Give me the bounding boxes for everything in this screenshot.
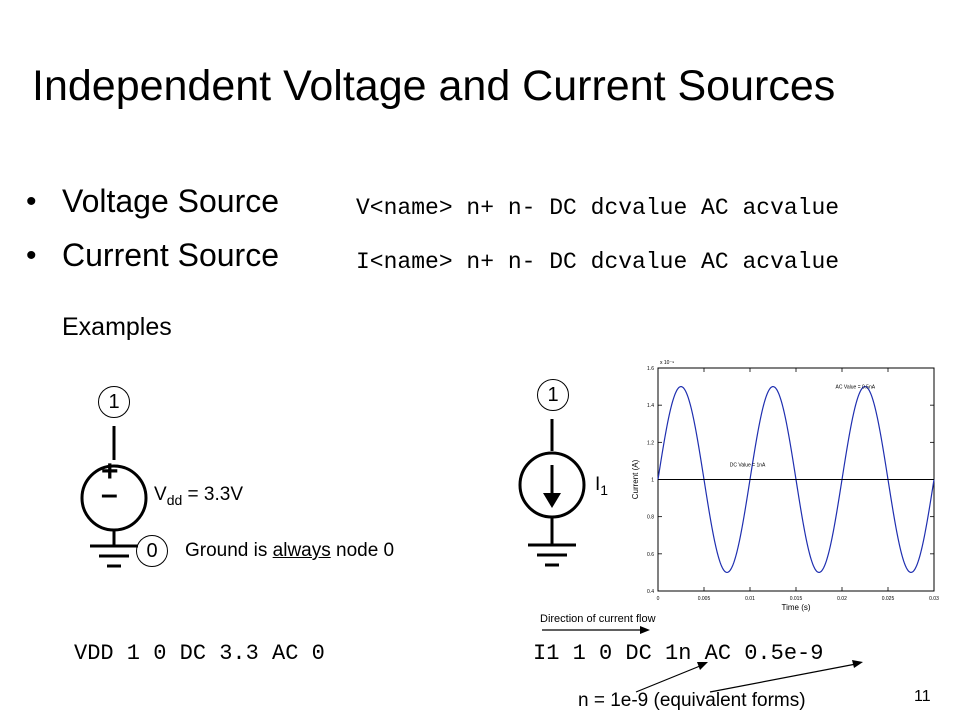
y-tick-label: 1.4 — [647, 403, 654, 409]
y-tick-label: 0.4 — [647, 589, 654, 595]
node-1-label: 1 — [537, 379, 569, 411]
node-1-label: 1 — [98, 386, 130, 418]
node-0-label: 0 — [136, 535, 168, 567]
y-multiplier-label: x 10⁻⁹ — [660, 360, 674, 366]
y-axis-label: Current (A) — [631, 459, 640, 499]
i1-label: I1 — [595, 474, 609, 498]
equivalent-note: n = 1e-9 (equivalent forms) — [578, 690, 806, 711]
examples-heading: Examples — [62, 313, 172, 341]
current-source-symbol — [518, 419, 586, 567]
y-tick-label: 1 — [651, 478, 654, 484]
x-tick-label: 0.01 — [745, 596, 755, 602]
bullet-label: Current Source — [62, 237, 279, 273]
bullet-dot-icon: • — [26, 239, 37, 272]
y-tick-label: 1.2 — [647, 440, 654, 446]
y-tick-label: 1.6 — [647, 366, 654, 372]
x-tick-label: 0.03 — [929, 596, 939, 602]
vdd-label: Vdd = 3.3V — [154, 484, 244, 508]
bullet-current-source: • Current Source I<name> n+ n- DC dcvalu… — [26, 237, 946, 279]
y-tick-label: 0.8 — [647, 515, 654, 521]
chart-annotation: AC Value = 0.5nA — [836, 384, 876, 390]
ground-note: Ground is always node 0 — [185, 540, 395, 561]
page-number: 11 — [914, 688, 931, 705]
plus-sign: + — [101, 455, 119, 488]
voltage-source-symbol — [80, 426, 148, 568]
x-tick-label: 0 — [657, 596, 660, 602]
page-title: Independent Voltage and Current Sources — [32, 62, 836, 110]
bullet-code: I<name> n+ n- DC dcvalue AC acvalue — [356, 249, 840, 275]
direction-arrow-icon — [542, 626, 650, 634]
bullet-label: Voltage Source — [62, 183, 280, 219]
current-waveform-chart: 0 0.005 0.01 0.015 0.02 0.025 0.03 0.4 0.6 0.8 1 1.… — [631, 360, 939, 612]
x-tick-label: 0.015 — [790, 596, 803, 602]
x-axis-label: Time (s) — [781, 603, 810, 612]
minus-sign: – — [101, 478, 118, 511]
current-netlist: I1 1 0 DC 1n AC 0.5e-9 — [533, 641, 824, 666]
bullet-code: V<name> n+ n- DC dcvalue AC acvalue — [356, 195, 840, 221]
x-tick-label: 0.005 — [698, 596, 711, 602]
x-tick-label: 0.02 — [837, 596, 847, 602]
voltage-netlist: VDD 1 0 DC 3.3 AC 0 — [74, 641, 325, 666]
direction-note: Direction of current flow — [540, 613, 656, 625]
bullet-dot-icon: • — [26, 185, 37, 218]
chart-annotation: DC Value = 1nA — [730, 462, 766, 468]
equivalent-arrows-icon — [635, 660, 863, 693]
y-tick-label: 0.6 — [647, 552, 654, 558]
x-tick-label: 0.025 — [882, 596, 895, 602]
bullet-voltage-source: • Voltage Source V<name> n+ n- DC dcvalu… — [26, 183, 946, 225]
